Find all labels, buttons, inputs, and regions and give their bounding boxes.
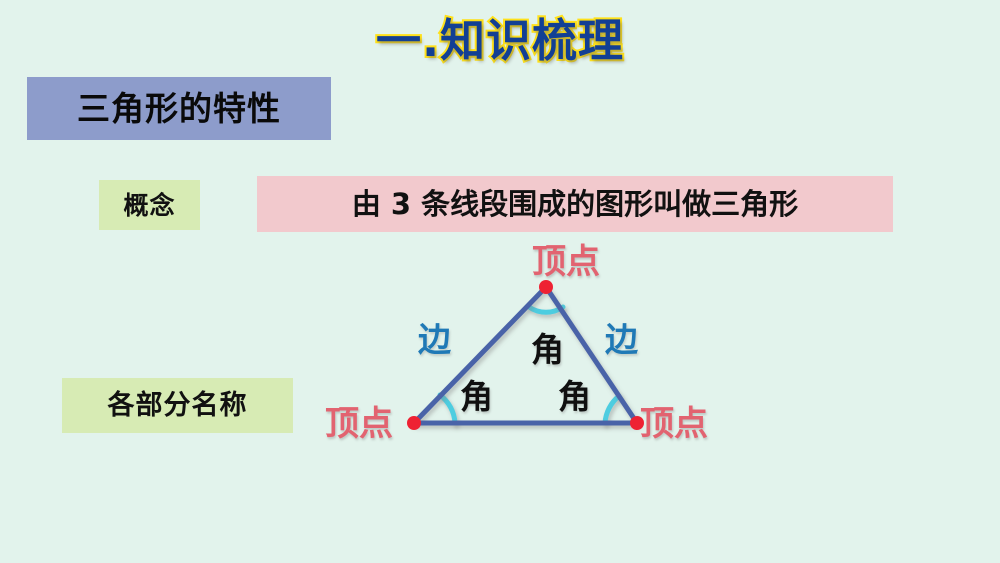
vertex-label-right: 顶点 xyxy=(640,404,708,444)
vertex-dot-top xyxy=(539,280,553,294)
arc-bottom-left-angle xyxy=(437,392,458,426)
page-title: 一.知识梳理 xyxy=(374,12,625,69)
vertex-dot-right xyxy=(630,416,644,430)
parts-name-tag-label: 各部分名称 xyxy=(107,390,248,421)
vertex-label-left: 顶点 xyxy=(325,404,393,444)
side-label-left: 边 xyxy=(418,320,451,359)
concept-tag-label: 概念 xyxy=(123,190,176,220)
section-heading-box: 三角形的特性 xyxy=(27,77,331,140)
vertex-dots xyxy=(407,280,644,430)
side-label-right: 边 xyxy=(605,320,638,359)
section-heading-label: 三角形的特性 xyxy=(77,89,281,128)
side-right-line xyxy=(543,284,640,426)
triangle-diagram: 顶点 顶点 顶点 边 边 角 角 角 xyxy=(300,235,760,465)
side-left-line xyxy=(411,284,549,426)
vertex-label-top: 顶点 xyxy=(532,242,600,282)
angle-label-bottom-right: 角 xyxy=(558,377,591,416)
vertex-dot-left xyxy=(407,416,421,430)
parts-name-tag: 各部分名称 xyxy=(62,378,293,433)
triangle-sides xyxy=(411,284,640,426)
concept-definition-box: 由 3 条线段围成的图形叫做三角形 xyxy=(257,176,893,232)
concept-tag: 概念 xyxy=(99,180,200,230)
angle-label-bottom-left: 角 xyxy=(460,377,493,416)
arc-bottom-right-angle xyxy=(602,393,622,426)
concept-definition-label: 由 3 条线段围成的图形叫做三角形 xyxy=(351,186,799,221)
angle-label-top: 角 xyxy=(531,330,564,369)
triangle-graphic xyxy=(407,280,644,430)
